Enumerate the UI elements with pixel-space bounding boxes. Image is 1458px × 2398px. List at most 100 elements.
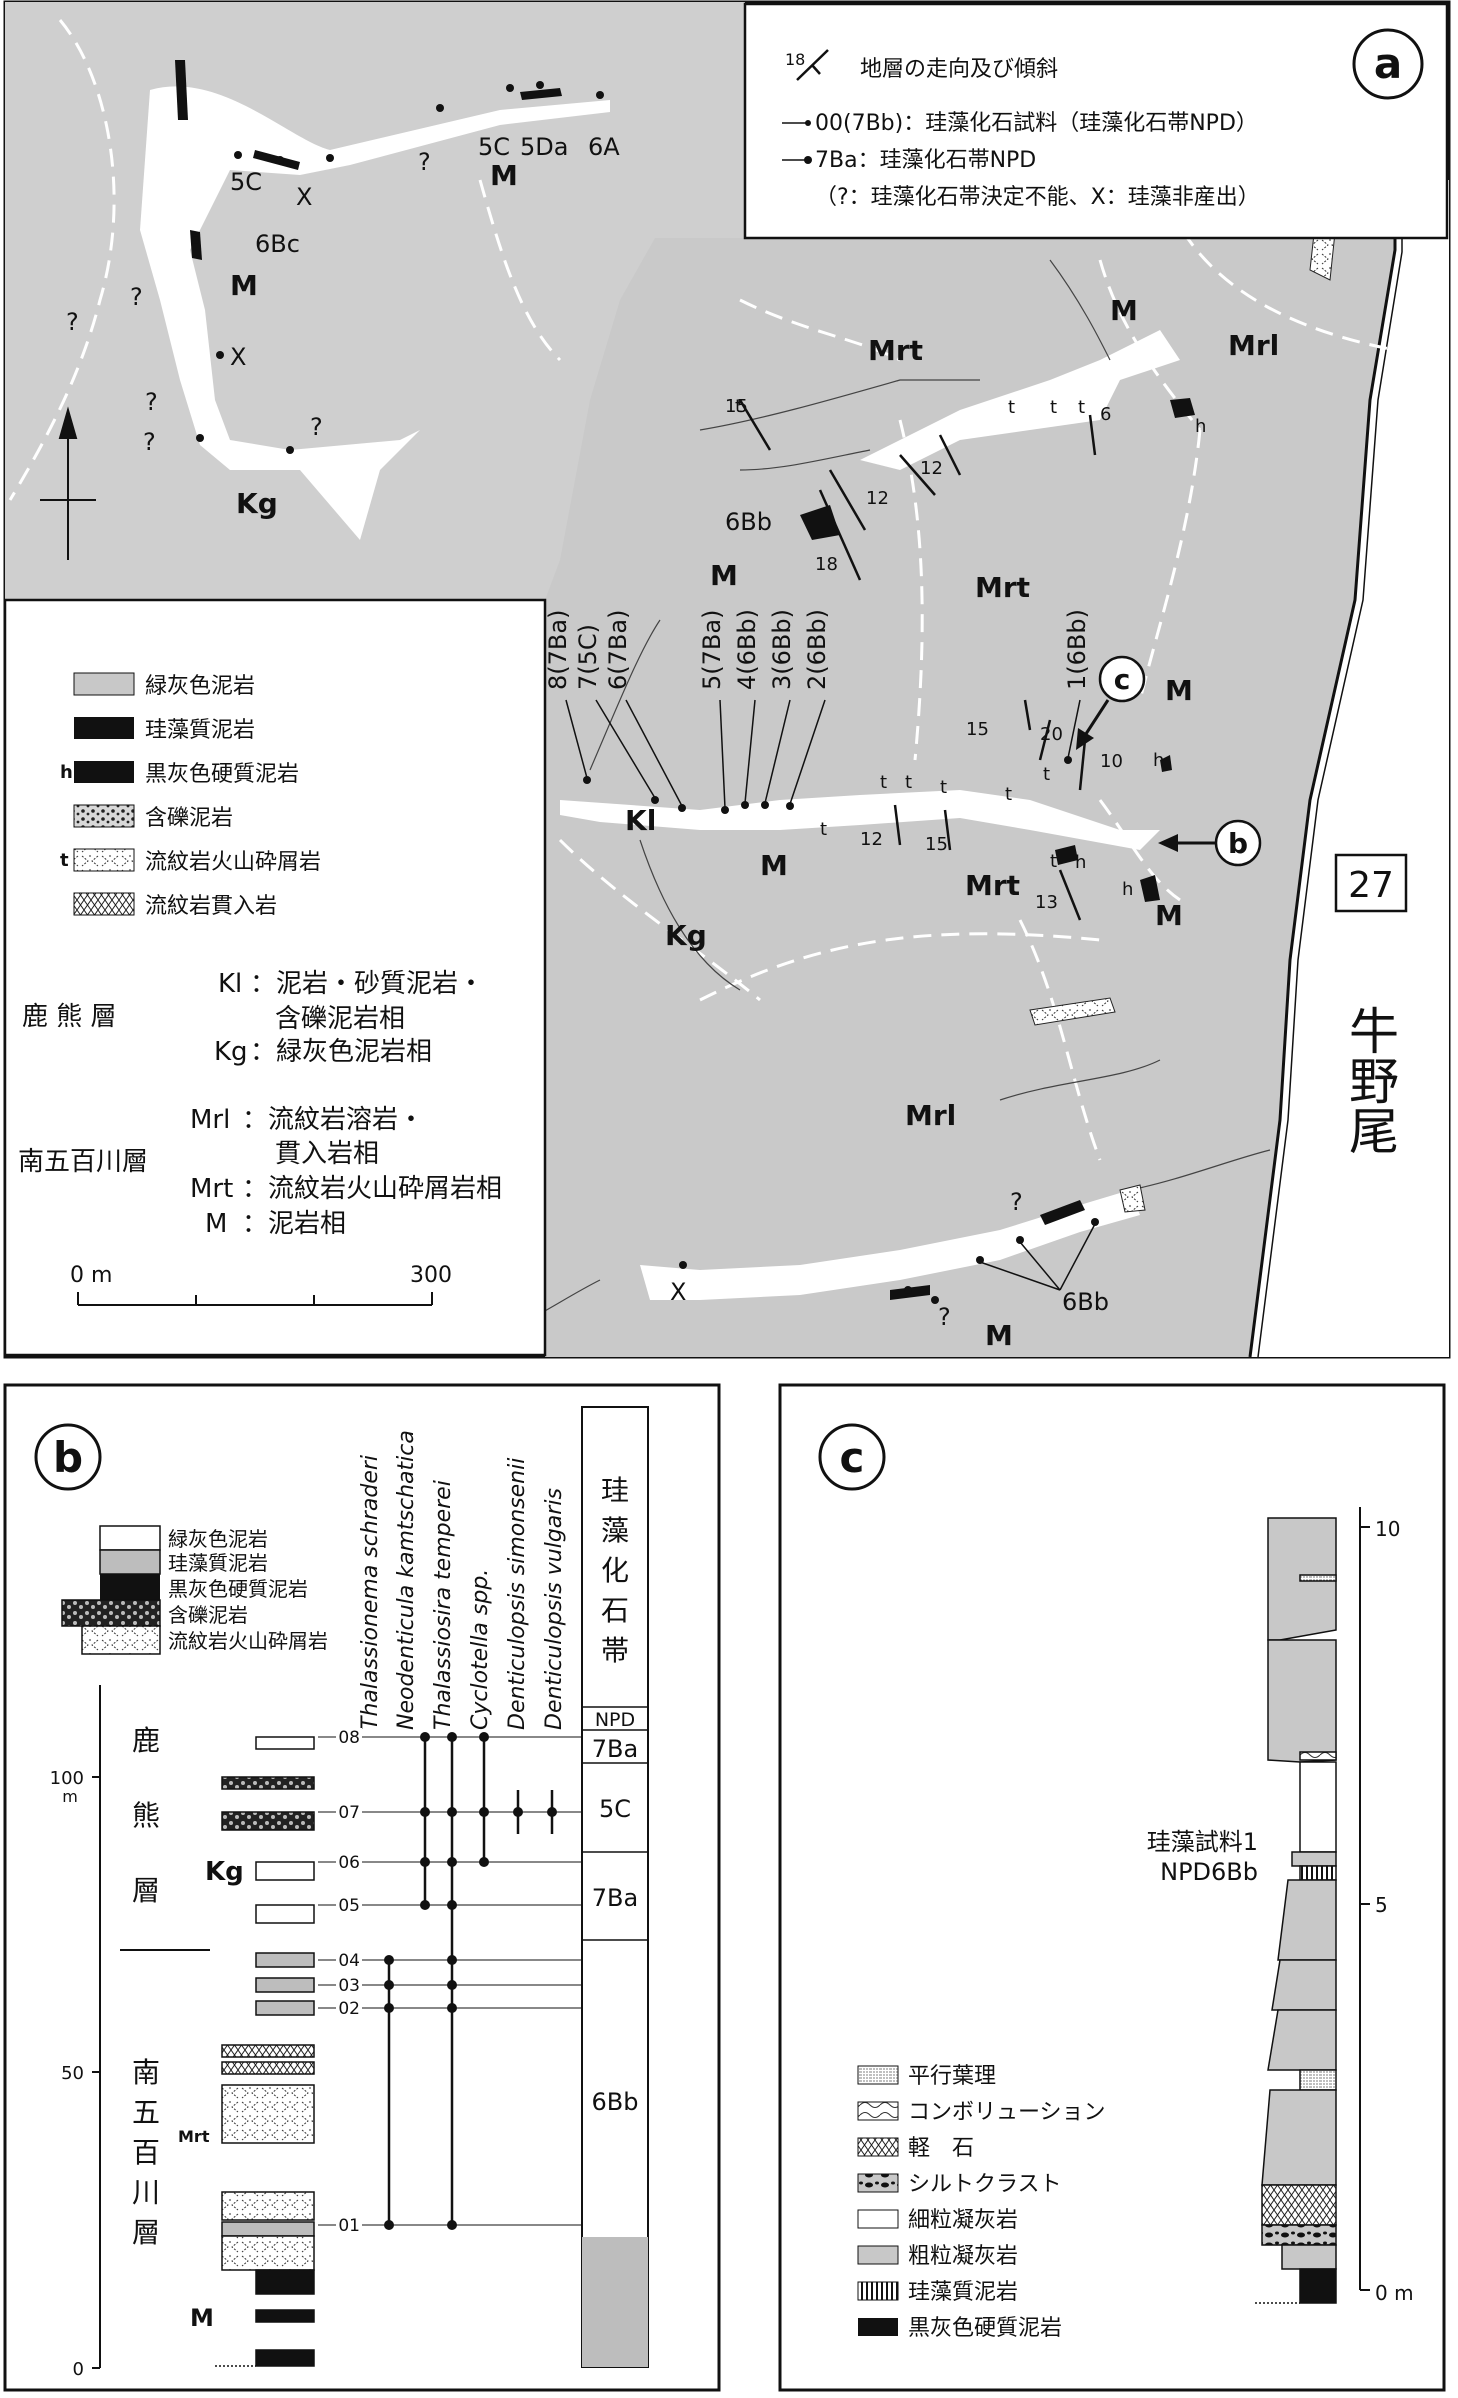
svg-text:12: 12 — [920, 458, 943, 479]
panel-a: M M M M M M M M Kg Kg Kl Mrt Mrt Mrt Mrl… — [3, 0, 1451, 1359]
svg-text:含礫泥岩: 含礫泥岩 — [168, 1603, 248, 1627]
svg-text:t: t — [820, 819, 827, 840]
callout-c: c — [1076, 655, 1146, 750]
svg-text:平行葉理: 平行葉理 — [908, 2064, 996, 2089]
svg-text:化: 化 — [601, 1554, 629, 1587]
svg-text:細粒凝灰岩: 細粒凝灰岩 — [908, 2208, 1018, 2233]
label-M1: M — [490, 159, 518, 192]
svg-text:Denticulopsis vulgaris: Denticulopsis vulgaris — [542, 1488, 567, 1730]
svg-text:6Bb: 6Bb — [592, 2088, 639, 2116]
map-vertical-sample-labels: 8(7Ba) 7(5C) 6(7Ba) 5(7Ba) 4(6Bb) 3(6Bb)… — [544, 609, 1091, 690]
callout-b: b — [1158, 819, 1262, 867]
svg-text:Cyclotella spp.: Cyclotella spp. — [468, 1569, 493, 1730]
label-q6: ? — [310, 413, 323, 441]
label-X2: X — [230, 343, 246, 371]
svg-text:：流紋岩火山砕屑岩相: ：流紋岩火山砕屑岩相 — [242, 1174, 502, 1204]
svg-text:b: b — [1228, 827, 1248, 860]
panel-c-label: c — [840, 1433, 865, 1482]
sample-label: 06 — [338, 1853, 360, 1873]
panel-b-axis: 0 50 100 m — [50, 1685, 101, 2380]
label-5Da: 5Da — [520, 133, 568, 161]
label-q5: ? — [143, 428, 156, 456]
svg-text:流紋岩貫入岩: 流紋岩貫入岩 — [145, 894, 277, 919]
label-Kg1: Kg — [236, 487, 278, 520]
svg-text:18: 18 — [785, 50, 805, 69]
svg-text:t: t — [1050, 851, 1057, 872]
species-occurrence — [420, 1732, 430, 1742]
sample-label: 05 — [338, 1896, 360, 1916]
svg-text:1(6Bb): 1(6Bb) — [1063, 609, 1091, 690]
svg-text:3(6Bb): 3(6Bb) — [768, 609, 796, 690]
label-X3: X — [670, 1278, 686, 1306]
map-unit-labels: M M M M M M M M Kg Kg Kl Mrt Mrt Mrt Mrl… — [230, 159, 1279, 1352]
svg-text:粗粒凝灰岩: 粗粒凝灰岩 — [908, 2244, 1018, 2269]
svg-text:10: 10 — [1100, 751, 1123, 772]
svg-text:m: m — [62, 1787, 78, 1806]
svg-text:熊: 熊 — [132, 1799, 160, 1832]
svg-text:軽 石: 軽 石 — [908, 2136, 974, 2161]
svg-text:百: 百 — [132, 2136, 160, 2169]
svg-text:13: 13 — [1035, 892, 1058, 913]
panel-c-column — [1255, 1517, 1337, 2304]
svg-text:珪藻質泥岩: 珪藻質泥岩 — [145, 718, 255, 743]
svg-text:15: 15 — [966, 719, 989, 740]
svg-text:緑灰色泥岩: 緑灰色泥岩 — [145, 674, 255, 699]
label-Kl: Kl — [625, 804, 656, 837]
svg-text:コンボリューション: コンボリューション — [908, 2100, 1106, 2125]
panel-b-legend: 緑灰色泥岩 珪藻質泥岩 黒灰色硬質泥岩 含礫泥岩 流紋岩火山砕屑岩 — [61, 1525, 328, 1655]
label-6Bc: 6Bc — [255, 230, 300, 258]
svg-text:7Ba：珪藻化石帯NPD: 7Ba：珪藻化石帯NPD — [815, 148, 1036, 173]
svg-text:h: h — [1153, 750, 1164, 771]
svg-text:（?：珪藻化石帯決定不能、X：珪藻非産出）: （?：珪藻化石帯決定不能、X：珪藻非産出） — [815, 185, 1260, 210]
sample-label: 04 — [338, 1951, 360, 1971]
svg-text:t: t — [1008, 397, 1015, 418]
svg-text:層: 層 — [132, 1874, 160, 1907]
svg-text:：緑灰色泥岩相: ：緑灰色泥岩相 — [250, 1037, 432, 1067]
svg-text:M: M — [190, 2304, 214, 2332]
svg-text:Kg: Kg — [214, 1037, 248, 1067]
label-M6: M — [760, 849, 788, 882]
svg-text:12: 12 — [860, 829, 883, 850]
svg-text:7Ba: 7Ba — [592, 1735, 638, 1763]
svg-text:鹿: 鹿 — [132, 1724, 160, 1757]
svg-text:層: 層 — [132, 2216, 160, 2249]
panel-b-label: b — [53, 1433, 83, 1482]
svg-text:川: 川 — [132, 2176, 160, 2209]
svg-text:珪: 珪 — [601, 1474, 629, 1507]
label-X1: X — [296, 183, 312, 211]
label-q3: ? — [66, 308, 79, 336]
svg-text:5(7Ba): 5(7Ba) — [698, 610, 726, 690]
svg-text:Mrl: Mrl — [190, 1105, 230, 1135]
svg-text:藻: 藻 — [601, 1514, 629, 1547]
label-M7: M — [1155, 899, 1183, 932]
svg-text:Kl: Kl — [218, 969, 242, 999]
svg-text:Kg: Kg — [205, 1857, 244, 1887]
svg-text:黒灰色硬質泥岩: 黒灰色硬質泥岩 — [168, 1577, 308, 1601]
svg-text:t: t — [880, 772, 887, 793]
svg-text:黒灰色硬質泥岩: 黒灰色硬質泥岩 — [145, 762, 299, 787]
svg-text:M: M — [205, 1209, 227, 1239]
label-Mrt1: Mrt — [868, 334, 923, 367]
north-arrow — [40, 406, 96, 560]
species-occurrence — [447, 1732, 457, 1742]
sample-label: 03 — [338, 1976, 360, 1996]
species-occurrence — [547, 1807, 557, 1817]
label-q7: ? — [1010, 1188, 1023, 1216]
svg-text:NPD6Bb: NPD6Bb — [1160, 1858, 1258, 1886]
sample-label: 01 — [338, 2216, 360, 2236]
label-q1: ? — [418, 148, 431, 176]
svg-text:珪藻試料1: 珪藻試料1 — [1147, 1828, 1258, 1856]
svg-text:：泥岩・砂質泥岩・: ：泥岩・砂質泥岩・ — [250, 969, 484, 999]
svg-text:t: t — [60, 850, 69, 871]
svg-text:h: h — [1075, 852, 1086, 873]
map-sample-labels: 5C 5C 5Da 6A 6Bc 6Bb 6Bb X X X ? ? ? ? ?… — [66, 133, 1109, 1331]
species-occurrence — [513, 1807, 523, 1817]
svg-text:20: 20 — [1040, 724, 1063, 745]
panel-c-legend: 平行葉理 コンボリューション 軽 石 シルトクラスト 細粒凝灰岩 粗粒凝灰岩 珪… — [857, 2064, 1106, 2341]
svg-text:4(6Bb): 4(6Bb) — [733, 609, 761, 690]
svg-text:帯: 帯 — [601, 1634, 629, 1667]
svg-text:t: t — [1005, 784, 1012, 805]
label-M5: M — [1165, 674, 1193, 707]
svg-text:0: 0 — [73, 2359, 84, 2380]
